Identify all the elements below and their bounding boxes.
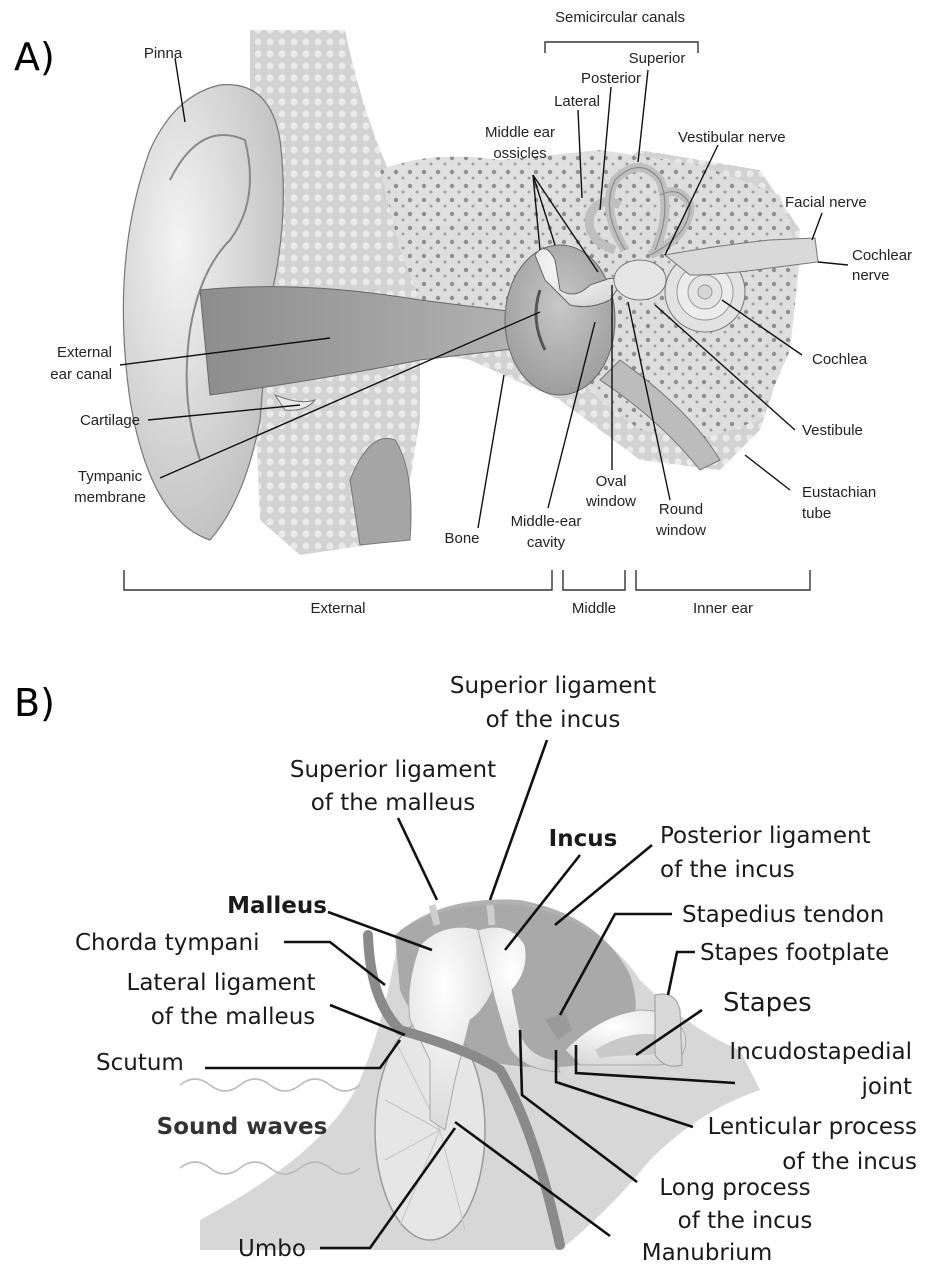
label-cochlea: Cochlea <box>812 351 868 368</box>
label-external: External <box>310 600 365 617</box>
label-malleus: Malleus <box>227 893 327 919</box>
label-umbo: Umbo <box>238 1236 306 1262</box>
label-lenticular-process-1: Lenticular process <box>708 1114 917 1140</box>
label-long-process-2: of the incus <box>678 1208 813 1234</box>
stapes-footplate-shape <box>655 994 682 1066</box>
label-oval-window-2: window <box>585 493 636 510</box>
label-oval-window-1: Oval <box>596 473 627 490</box>
label-vestibule: Vestibule <box>802 422 863 439</box>
label-superior-ligament-incus-1: Superior ligament <box>450 673 656 699</box>
label-superior-ligament-malleus-1: Superior ligament <box>290 757 496 783</box>
label-round-window-1: Round <box>659 501 703 518</box>
label-lateral-ligament-malleus-1: Lateral ligament <box>127 970 316 996</box>
panel-b-letter: B) <box>14 681 55 725</box>
label-cochlear-nerve-2: nerve <box>852 267 890 284</box>
label-stapes: Stapes <box>723 988 812 1018</box>
vestibule-shape <box>614 260 666 300</box>
label-pinna: Pinna <box>144 45 183 62</box>
label-lateral: Lateral <box>554 93 600 110</box>
label-middle-ear-cavity-2: cavity <box>527 534 566 551</box>
label-tympanic-membrane-2: membrane <box>74 489 146 506</box>
label-incudostapedial-joint-2: joint <box>861 1074 912 1100</box>
label-middle-ear-ossicles-1: Middle ear <box>485 124 555 141</box>
label-superior: Superior <box>629 50 686 67</box>
label-manubrium: Manubrium <box>642 1240 773 1266</box>
label-posterior-ligament-incus-1: Posterior ligament <box>660 823 871 849</box>
label-external-ear-canal-2: ear canal <box>50 366 112 383</box>
label-stapedius-tendon: Stapedius tendon <box>682 902 884 928</box>
panel-a-illustration <box>123 30 818 555</box>
label-round-window-2: window <box>655 522 706 539</box>
label-eustachian-tube-2: tube <box>802 505 831 522</box>
label-tympanic-membrane-1: Tympanic <box>78 468 143 485</box>
label-incudostapedial-joint-1: Incudostapedial <box>729 1039 912 1065</box>
label-stapes-footplate: Stapes footplate <box>700 940 889 966</box>
label-bone: Bone <box>444 530 479 547</box>
label-semicircular-canals: Semicircular canals <box>555 9 685 26</box>
label-posterior: Posterior <box>581 70 641 87</box>
label-cochlear-nerve-1: Cochlear <box>852 247 912 264</box>
label-lateral-ligament-malleus-2: of the malleus <box>151 1004 316 1030</box>
panel-a-letter: A) <box>14 35 55 79</box>
label-middle-ear-ossicles-2: ossicles <box>493 145 546 162</box>
label-facial-nerve: Facial nerve <box>785 194 867 211</box>
label-long-process-1: Long process <box>659 1175 810 1201</box>
label-external-ear-canal-1: External <box>57 344 112 361</box>
label-vestibular-nerve: Vestibular nerve <box>678 129 786 146</box>
label-inner-ear: Inner ear <box>693 600 753 617</box>
label-lenticular-process-2: of the incus <box>782 1149 917 1175</box>
label-superior-ligament-malleus-2: of the malleus <box>311 790 476 816</box>
label-posterior-ligament-incus-2: of the incus <box>660 857 795 883</box>
label-superior-ligament-incus-2: of the incus <box>486 707 621 733</box>
label-chorda-tympani: Chorda tympani <box>75 930 259 956</box>
label-cartilage: Cartilage <box>80 412 140 429</box>
label-sound-waves: Sound waves <box>157 1114 328 1140</box>
label-middle: Middle <box>572 600 616 617</box>
label-middle-ear-cavity-1: Middle-ear <box>511 513 582 530</box>
label-incus: Incus <box>549 826 618 852</box>
label-scutum: Scutum <box>96 1050 184 1076</box>
label-eustachian-tube-1: Eustachian <box>802 484 876 501</box>
